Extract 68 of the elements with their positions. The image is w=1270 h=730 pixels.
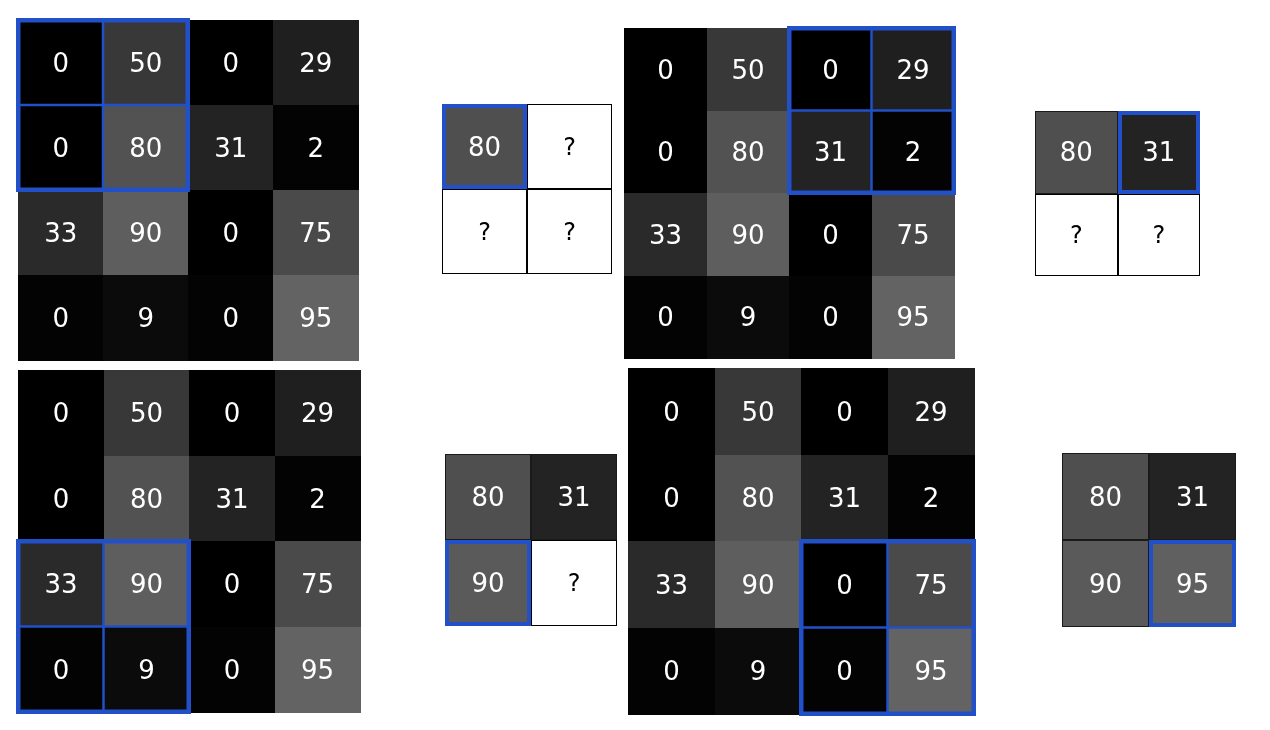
pixel-cell: 0 [18,370,104,456]
pixel-cell: 50 [714,368,802,455]
pixel-cell: 9 [103,626,190,713]
output-cell: 80 [445,454,531,540]
output-cell: ? [1117,193,1200,276]
pixel-cell: 31 [188,105,274,191]
pixel-cell: 31 [189,455,275,542]
output-cell: 95 [1149,540,1236,627]
pixel-cell: 75 [274,541,361,627]
pixel-cell: 33 [624,193,707,276]
output-cell: ? [442,189,527,274]
pixel-cell: 0 [188,275,274,361]
pixel-cell: 0 [624,275,707,359]
output-cell: 90 [1062,540,1149,627]
pixel-cell: 0 [789,275,872,359]
pixel-cell: 29 [273,20,359,106]
pixel-cell: 29 [274,370,361,456]
pixel-cell: 2 [887,454,975,542]
output-cell: 31 [1149,453,1236,540]
output-cell: 90 [445,540,531,626]
pixel-cell: 0 [188,190,274,276]
pixel-cell: 80 [103,105,189,191]
pixel-cell: 80 [103,455,190,542]
pixel-cell: 0 [789,193,872,276]
pixel-cell: 0 [628,368,715,455]
pixel-cell: 80 [706,110,790,194]
output-cell: ? [531,540,617,626]
pixel-cell: 33 [18,190,104,276]
pixel-cell: 0 [18,275,104,361]
output-cell: ? [527,104,612,189]
pixel-cell: 75 [273,190,359,276]
pixel-cell: 90 [706,193,790,276]
output-cell: ? [1035,193,1118,276]
pixel-cell: 33 [628,541,715,628]
pixel-cell: 9 [706,275,790,359]
pixel-cell: 90 [103,190,189,276]
pixel-cell: 0 [18,455,104,542]
pixel-cell: 0 [628,454,715,542]
pixel-cell: 0 [801,368,888,455]
pixel-cell: 0 [189,370,275,456]
pixel-cell: 2 [274,455,361,542]
pixel-cell: 95 [273,275,359,361]
pixel-cell: 0 [189,626,275,713]
pixel-cell: 2 [871,110,955,194]
output-cell: 80 [442,104,527,189]
output-cell: 80 [1062,453,1149,540]
pixel-cell: 90 [714,541,802,628]
pixel-cell: 75 [871,193,955,276]
output-cell: 80 [1035,111,1118,194]
pixel-cell: 29 [887,368,975,455]
output-cell: 31 [1117,111,1200,194]
pixel-cell: 2 [273,105,359,191]
pixel-cell: 31 [801,454,888,542]
pixel-cell: 0 [624,110,707,194]
pixel-cell: 50 [103,370,190,456]
pixel-cell: 0 [188,20,274,106]
output-cell: 31 [531,454,617,540]
pixel-cell: 95 [274,626,361,713]
pixel-cell: 0 [624,28,707,111]
pixel-cell: 50 [706,28,790,111]
pixel-cell: 0 [628,627,715,715]
pixel-cell: 9 [714,627,802,715]
pixel-cell: 95 [887,627,975,715]
pixel-cell: 9 [103,275,189,361]
pixel-cell: 95 [871,275,955,359]
pixel-cell: 80 [714,454,802,542]
pixel-cell: 0 [189,541,275,627]
output-cell: ? [527,189,612,274]
